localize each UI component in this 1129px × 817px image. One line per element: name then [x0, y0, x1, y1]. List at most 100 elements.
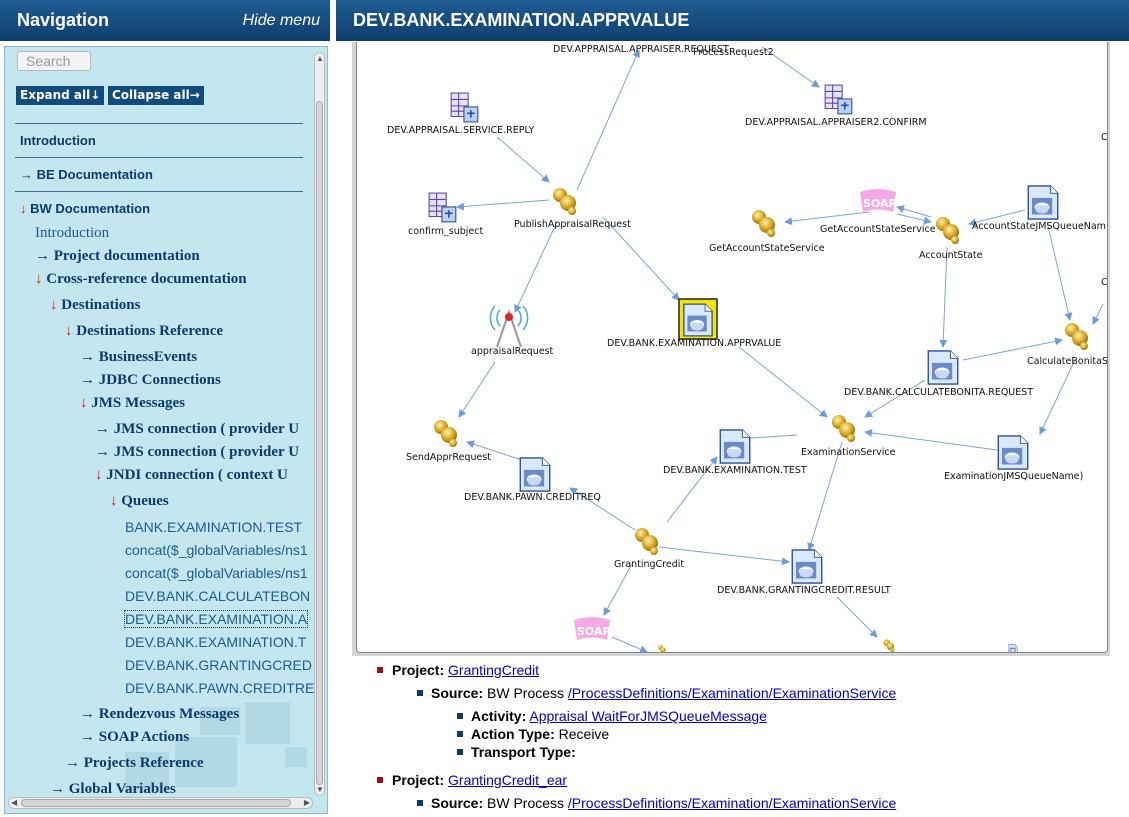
node-label: AccountStateJMSQueueNam — [972, 221, 1106, 232]
svg-text:SOAP: SOAP — [577, 625, 611, 638]
transport-type-label: Transport Type: — [471, 744, 576, 760]
queue-item-selected[interactable]: DEV.BANK.EXAMINATION.A — [123, 610, 309, 628]
hide-menu-link[interactable]: Hide menu — [242, 12, 320, 29]
bullet-icon — [377, 777, 383, 783]
scroll-up-icon[interactable]: ▲ — [316, 54, 324, 63]
nav-item-introduction[interactable]: Introduction — [20, 133, 96, 148]
arrow-right-icon: → — [80, 349, 95, 365]
scroll-right-icon[interactable]: ▶ — [303, 798, 310, 807]
arrow-down-icon: ↓ — [95, 467, 103, 483]
node-label: GetAccountStateService — [709, 243, 825, 254]
nav-item-businessevents[interactable]: → BusinessEvents — [80, 349, 198, 365]
arrow-down-icon: ↓ — [35, 271, 43, 287]
nav-item-bw-documentation[interactable]: ↓ BW Documentation — [20, 201, 151, 216]
nav-item-bw-introduction[interactable]: Introduction — [35, 225, 110, 241]
node-label: C — [1101, 132, 1107, 143]
source-label: Source: — [431, 795, 484, 811]
queue-item[interactable]: DEV.BANK.EXAMINATION.T — [125, 634, 307, 650]
process-gear-icon — [1065, 323, 1088, 350]
queue-item[interactable]: DEV.BANK.PAWN.CREDITRE — [125, 680, 315, 696]
node-label: appraisalRequest — [471, 346, 554, 357]
arrow-right-icon: → — [35, 248, 50, 264]
nav-item-jdbc-connections[interactable]: → JDBC Connections — [80, 372, 221, 388]
source-link[interactable]: /ProcessDefinitions/Examination/Examinat… — [567, 795, 897, 811]
nav-item-destinations-reference[interactable]: ↓ Destinations Reference — [65, 323, 224, 339]
node-label: ExaminationJMSQueueName) — [944, 471, 1083, 482]
nav-item-jms-connection[interactable]: → JMS connection ( provider U — [95, 421, 300, 437]
source-entry: Source: BW Process /ProcessDefinitions/E… — [417, 795, 896, 811]
nav-item-jms-messages[interactable]: ↓ JMS Messages — [80, 395, 185, 411]
jms-table-icon — [824, 84, 853, 115]
nav-item-cross-reference[interactable]: ↓ Cross-reference documentation — [35, 271, 247, 287]
vertical-scroll-thumb[interactable] — [316, 101, 323, 785]
process-gear-icon — [635, 528, 658, 555]
scroll-down-icon[interactable]: ▼ — [316, 785, 324, 794]
node-label: DEV.BANK.EXAMINATION.TEST — [663, 465, 807, 476]
nav-item-rendezvous-messages[interactable]: → Rendezvous Messages — [80, 706, 240, 722]
project-link[interactable]: GrantingCredit_ear — [448, 772, 568, 788]
node-label: DEV.APPRAISAL.APPRAISER2.CONFIRM — [745, 117, 927, 128]
expand-all-button[interactable]: Expand all↓ — [16, 86, 105, 105]
nav-item-be-documentation[interactable]: → BE Documentation — [20, 167, 153, 182]
node-label: ProcessRequest2 — [693, 47, 774, 58]
project-entry: Project: GrantingCredit — [377, 662, 539, 678]
process-gear-icon — [658, 645, 666, 652]
dependency-diagram: SOAP SOAP DEV.APPRAISAL.APPRAISER.REQUES… — [356, 42, 1108, 653]
bullet-icon — [457, 731, 463, 737]
arrow-right-icon: → — [20, 167, 33, 182]
node-label: DEV.BANK.CALCULATEBONITA.REQUEST — [844, 387, 1033, 398]
nav-item-global-variables[interactable]: → Global Variables — [50, 781, 176, 797]
bullet-icon — [457, 749, 463, 755]
arrow-down-icon: ↓ — [50, 297, 58, 313]
background-decoration — [285, 747, 307, 767]
collapse-all-button[interactable]: Collapse all→ — [108, 86, 204, 105]
queue-item[interactable]: BANK.EXAMINATION.TEST — [125, 519, 303, 535]
node-label: C — [1101, 277, 1107, 288]
nav-item-destinations[interactable]: ↓ Destinations — [50, 297, 141, 313]
queue-item[interactable]: concat($_globalVariables/ns1 — [125, 565, 308, 581]
queue-item[interactable]: DEV.BANK.GRANTINGCRED — [125, 657, 312, 673]
queue-item[interactable]: concat($_globalVariables/ns1 — [125, 542, 308, 558]
arrow-right-icon: → — [80, 729, 95, 745]
node-label: PublishAppraisalRequest — [514, 219, 631, 230]
nav-item-project-documentation[interactable]: → Project documentation — [35, 248, 200, 264]
jms-table-icon — [450, 92, 479, 123]
process-gear-icon — [752, 210, 775, 237]
divider — [15, 157, 303, 158]
scroll-left-icon[interactable]: ◀ — [11, 798, 18, 807]
process-gear-icon — [434, 420, 457, 447]
arrow-down-icon: ↓ — [110, 493, 118, 509]
node-label: AccountState — [919, 250, 983, 261]
nav-item-projects-reference[interactable]: → Projects Reference — [65, 755, 204, 771]
vertical-scrollbar[interactable]: ▲ ▼ — [314, 52, 325, 796]
jms-queue-icon — [791, 549, 823, 584]
source-link[interactable]: /ProcessDefinitions/Examination/Examinat… — [567, 685, 897, 701]
node-label: DEV.APPRAISAL.SERVICE.REPLY — [387, 125, 535, 136]
nav-item-queues[interactable]: ↓ Queues — [110, 493, 169, 509]
activity-link[interactable]: Appraisal WaitForJMSQueueMessage — [529, 708, 767, 724]
bullet-icon — [457, 713, 463, 719]
node-label: confirm_subject — [408, 226, 483, 237]
background-decoration — [245, 702, 290, 744]
divider — [15, 123, 303, 124]
horizontal-scroll-thumb[interactable] — [21, 799, 291, 807]
project-link[interactable]: GrantingCredit — [448, 662, 540, 678]
source-entry: Source: BW Process /ProcessDefinitions/E… — [417, 685, 896, 701]
node-label: GrantingCredit — [614, 559, 684, 570]
project-label: Project: — [392, 772, 445, 788]
nav-title: Navigation — [17, 10, 110, 30]
svg-text:SOAP: SOAP — [863, 197, 897, 210]
background-decoration — [125, 752, 169, 792]
queue-item[interactable]: DEV.BANK.CALCULATEBON — [125, 588, 311, 604]
nav-item-jms-connection[interactable]: → JMS connection ( provider U — [95, 444, 300, 460]
nav-item-soap-actions[interactable]: → SOAP Actions — [80, 729, 190, 745]
bullet-icon — [417, 800, 423, 806]
action-type-entry: Action Type: Receive — [457, 726, 609, 742]
horizontal-scrollbar[interactable]: ◀ ▶ — [8, 797, 313, 809]
source-type: BW Process — [487, 685, 565, 701]
arrow-right-icon: → — [80, 372, 95, 388]
search-input[interactable]: Search — [17, 51, 91, 71]
background-decoration — [200, 707, 240, 735]
nav-item-jndi-connection[interactable]: ↓ JNDI connection ( context U — [95, 467, 288, 483]
transport-type-entry: Transport Type: — [457, 744, 576, 760]
